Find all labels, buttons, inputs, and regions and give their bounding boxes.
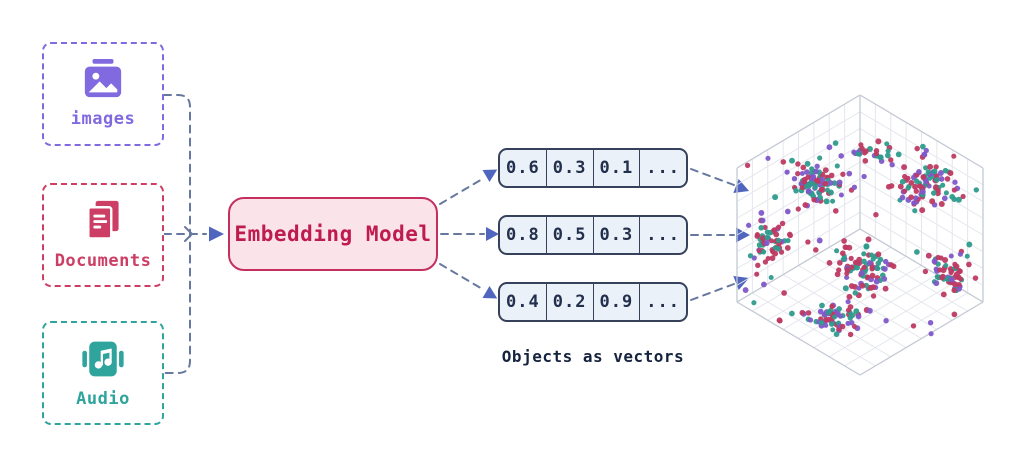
connector-vector-3-to-plot (690, 283, 735, 301)
embedding-space-plot (736, 94, 984, 376)
connector-model-to-vector-3 (439, 263, 485, 291)
vector-row: 0.8 0.5 0.3 ... (498, 215, 688, 255)
input-box-images: images (42, 42, 164, 146)
vector-cell: ... (639, 217, 686, 253)
arrowhead-icon (736, 227, 750, 243)
vector-row: 0.4 0.2 0.9 ... (498, 282, 688, 322)
vector-cell: 0.6 (506, 158, 540, 178)
vector-cell: 0.4 (506, 292, 540, 312)
vector-cell: ... (639, 284, 686, 320)
input-label-images: images (70, 109, 136, 129)
arrowhead-icon (482, 169, 498, 183)
objects-as-vectors-caption: Objects as vectors (501, 347, 685, 366)
connector-vector-1-to-plot (690, 168, 735, 186)
vector-cell: 0.1 (592, 150, 640, 186)
arrowhead-icon (486, 227, 499, 241)
vector-cell: 0.8 (506, 225, 540, 245)
input-box-audio: Audio (42, 321, 164, 425)
vector-cell: 0.5 (545, 217, 593, 253)
input-label-documents: Documents (54, 251, 152, 271)
arrowhead-icon (482, 285, 498, 299)
arrowhead-icon (209, 226, 224, 242)
vector-cell: ... (639, 150, 686, 186)
connector-model-to-vector-1 (439, 177, 485, 205)
input-label-audio: Audio (76, 389, 130, 409)
input-box-documents: Documents (42, 183, 164, 287)
audio-icon (82, 341, 124, 377)
vector-cell: 0.2 (545, 284, 593, 320)
documents-icon (87, 200, 119, 240)
image-icon (84, 59, 122, 98)
vector-cell: 0.3 (592, 217, 640, 253)
vector-cell: 0.3 (545, 150, 593, 186)
vector-row: 0.6 0.3 0.1 ... (498, 148, 688, 188)
embedding-model-label: Embedding Model (234, 222, 432, 246)
embedding-model-box: Embedding Model (228, 197, 438, 271)
vector-cell: 0.9 (592, 284, 640, 320)
merge-chevron-icon (184, 226, 194, 242)
